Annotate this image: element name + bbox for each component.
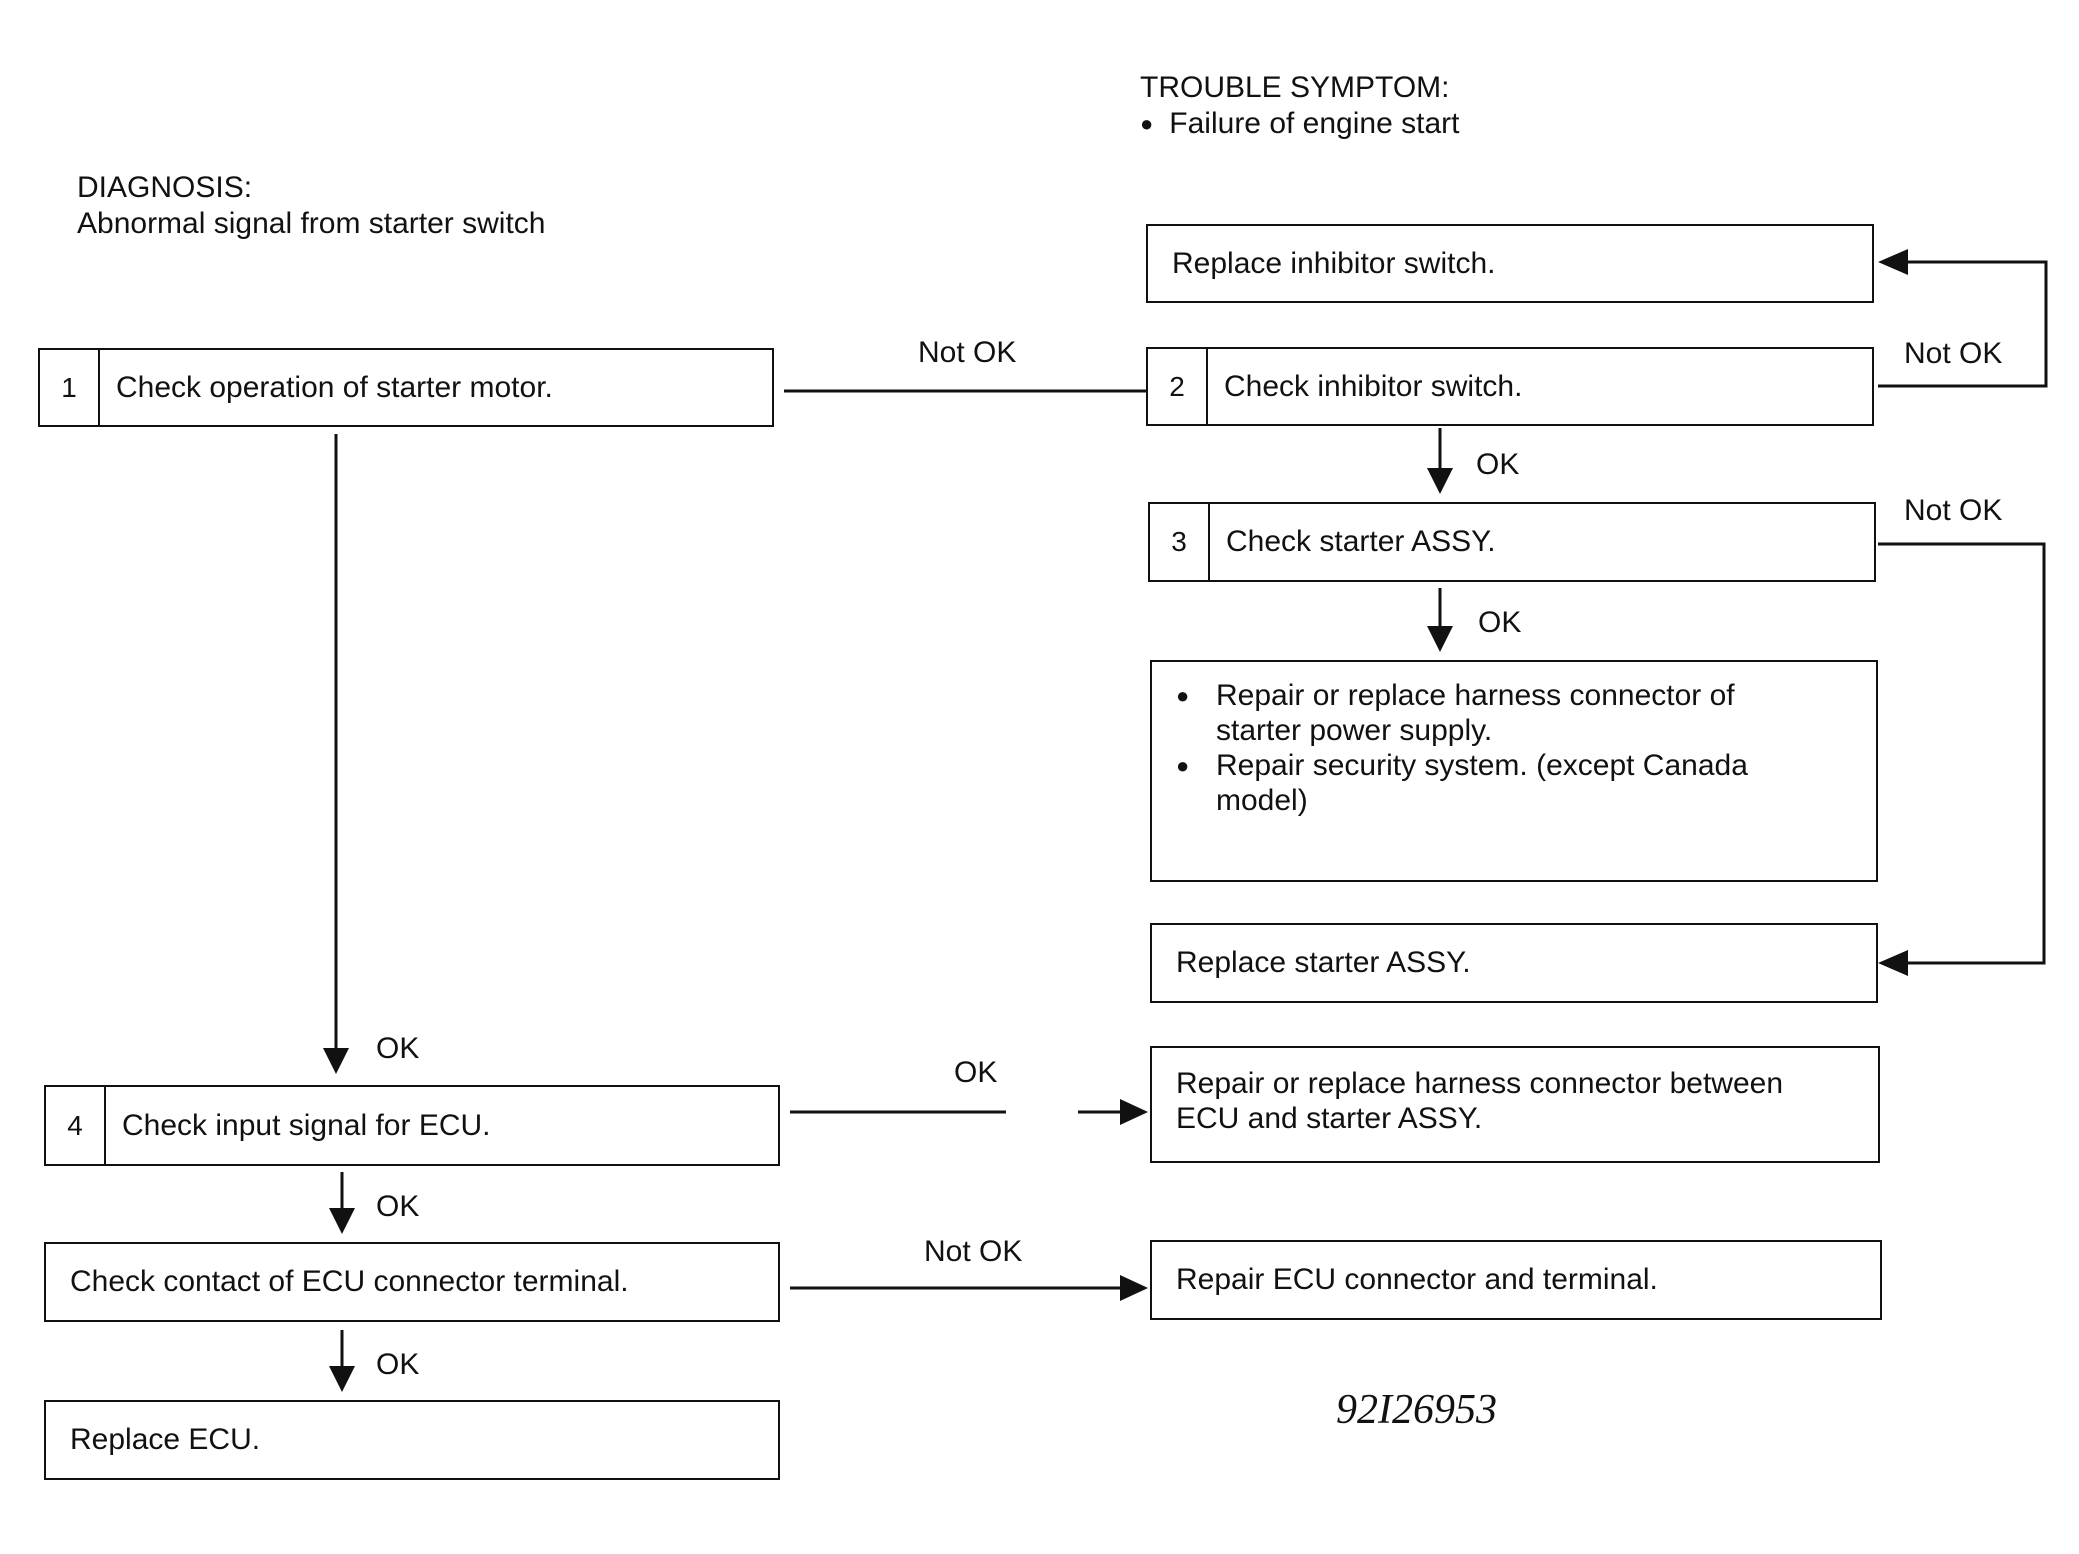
step-1-text: Check operation of starter motor. bbox=[116, 370, 553, 404]
step-1-box: 1 Check operation of starter motor. bbox=[38, 348, 774, 427]
arrowhead-replace-inhibitor bbox=[1878, 249, 1908, 275]
repair-ecu-connector-box: Repair ECU connector and terminal. bbox=[1150, 1240, 1882, 1320]
label-step2-ok: OK bbox=[1476, 448, 1520, 481]
trouble-symptom-item: ● Failure of engine start bbox=[1140, 106, 1459, 142]
step-1-number: 1 bbox=[40, 350, 100, 425]
repair-harness-ecu-text: Repair or replace harness connector betw… bbox=[1176, 1066, 1783, 1136]
step-5-box: Check contact of ECU connector terminal. bbox=[44, 1242, 780, 1322]
reference-number: 92I26953 bbox=[1336, 1387, 1497, 1433]
loop-step3-to-replace-starter bbox=[1878, 542, 2046, 965]
label-step1-not-ok: Not OK bbox=[918, 336, 1017, 369]
label-step4-ok-right: OK bbox=[954, 1056, 998, 1089]
loop-step2-to-replace-inhibitor bbox=[1878, 260, 2048, 388]
step-4-text: Check input signal for ECU. bbox=[122, 1108, 491, 1142]
step-5-text: Check contact of ECU connector terminal. bbox=[70, 1265, 629, 1298]
arrowhead-repair-harness-ecu bbox=[1120, 1099, 1148, 1125]
bullet-icon: ● bbox=[1140, 111, 1154, 136]
replace-inhibitor-box: Replace inhibitor switch. bbox=[1146, 224, 1874, 303]
arrowhead-step5 bbox=[329, 1208, 355, 1234]
step-3-box: 3 Check starter ASSY. bbox=[1148, 502, 1876, 582]
arrowhead-replace-ecu bbox=[329, 1366, 355, 1392]
step-2-number: 2 bbox=[1148, 349, 1208, 424]
arrowhead-step4 bbox=[323, 1048, 349, 1074]
step-2-box: 2 Check inhibitor switch. bbox=[1146, 347, 1874, 426]
repair-harness-list: Repair or replace harness connector of s… bbox=[1176, 678, 1836, 818]
replace-starter-box: Replace starter ASSY. bbox=[1150, 923, 1878, 1003]
step-2-text: Check inhibitor switch. bbox=[1224, 369, 1523, 403]
repair-harness-ecu-box: Repair or replace harness connector betw… bbox=[1150, 1046, 1880, 1163]
trouble-symptom-heading: TROUBLE SYMPTOM: bbox=[1140, 71, 1450, 104]
repair-ecu-connector-text: Repair ECU connector and terminal. bbox=[1176, 1263, 1658, 1296]
step-3-text: Check starter ASSY. bbox=[1226, 525, 1496, 558]
label-step5-not-ok: Not OK bbox=[924, 1235, 1023, 1268]
label-step4-ok: OK bbox=[376, 1190, 420, 1223]
replace-ecu-text: Replace ECU. bbox=[70, 1423, 261, 1456]
arrowhead-step3 bbox=[1427, 468, 1453, 494]
label-step5-ok: OK bbox=[376, 1348, 420, 1381]
arrowhead-repair-harness bbox=[1427, 626, 1453, 652]
repair-harness-item-text: Repair security system. (except Canada m… bbox=[1216, 749, 1748, 817]
label-step2-not-ok: Not OK bbox=[1904, 337, 2003, 370]
repair-harness-box: Repair or replace harness connector of s… bbox=[1150, 660, 1878, 882]
replace-starter-text: Replace starter ASSY. bbox=[1176, 946, 1471, 979]
repair-harness-item-text: Repair or replace harness connector of s… bbox=[1216, 679, 1735, 747]
repair-harness-ecu-line-2: ECU and starter ASSY. bbox=[1176, 1102, 1483, 1135]
label-step3-not-ok: Not OK bbox=[1904, 494, 2003, 527]
arrowhead-repair-ecu-connector bbox=[1120, 1275, 1148, 1301]
step-4-box: 4 Check input signal for ECU. bbox=[44, 1085, 780, 1166]
trouble-symptom-text: Failure of engine start bbox=[1169, 107, 1460, 140]
repair-harness-item: Repair or replace harness connector of s… bbox=[1176, 678, 1816, 748]
label-step3-ok: OK bbox=[1478, 606, 1522, 639]
diagnosis-text: Abnormal signal from starter switch bbox=[77, 207, 546, 240]
diagnosis-heading: DIAGNOSIS: bbox=[77, 171, 253, 204]
repair-harness-ecu-line-1: Repair or replace harness connector betw… bbox=[1176, 1067, 1784, 1100]
arrowhead-replace-starter bbox=[1878, 950, 1908, 976]
step-3-number: 3 bbox=[1150, 504, 1210, 580]
repair-harness-item: Repair security system. (except Canada m… bbox=[1176, 748, 1836, 818]
step-4-number: 4 bbox=[46, 1087, 106, 1164]
replace-inhibitor-text: Replace inhibitor switch. bbox=[1172, 246, 1496, 280]
label-step1-ok: OK bbox=[376, 1032, 420, 1065]
replace-ecu-box: Replace ECU. bbox=[44, 1400, 780, 1480]
